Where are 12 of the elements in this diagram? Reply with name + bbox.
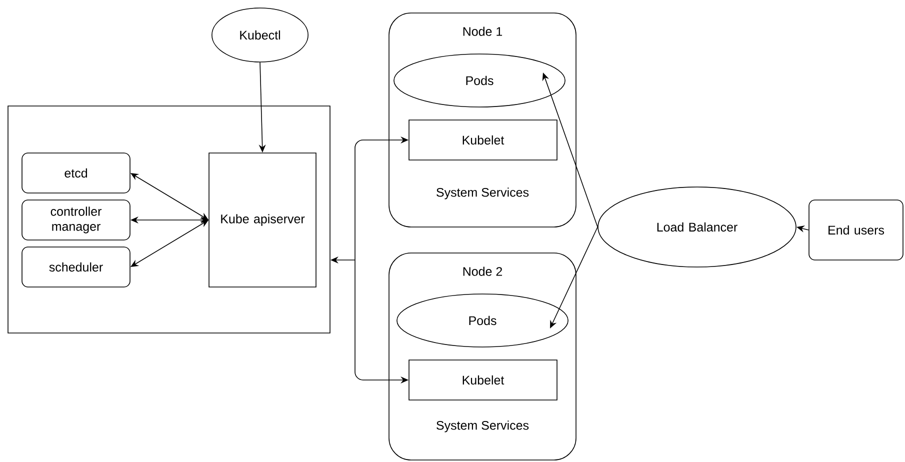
process-box: Kube apiserver (208, 152, 316, 288)
rounded-box: scheduler (22, 246, 130, 288)
process-box: Kubelet (408, 360, 558, 400)
ellipse-node: Pods (394, 54, 566, 108)
rounded-box: End users (808, 200, 904, 260)
ellipse-node: Pods (396, 294, 568, 348)
ellipse-node: Kubectl (212, 8, 308, 62)
rounded-box: etcd (22, 152, 130, 194)
rounded-box: controller manager (22, 200, 130, 240)
ellipse-node: Load Balancer (598, 186, 796, 268)
process-box: Kubelet (408, 120, 558, 160)
frame-box (8, 106, 330, 334)
